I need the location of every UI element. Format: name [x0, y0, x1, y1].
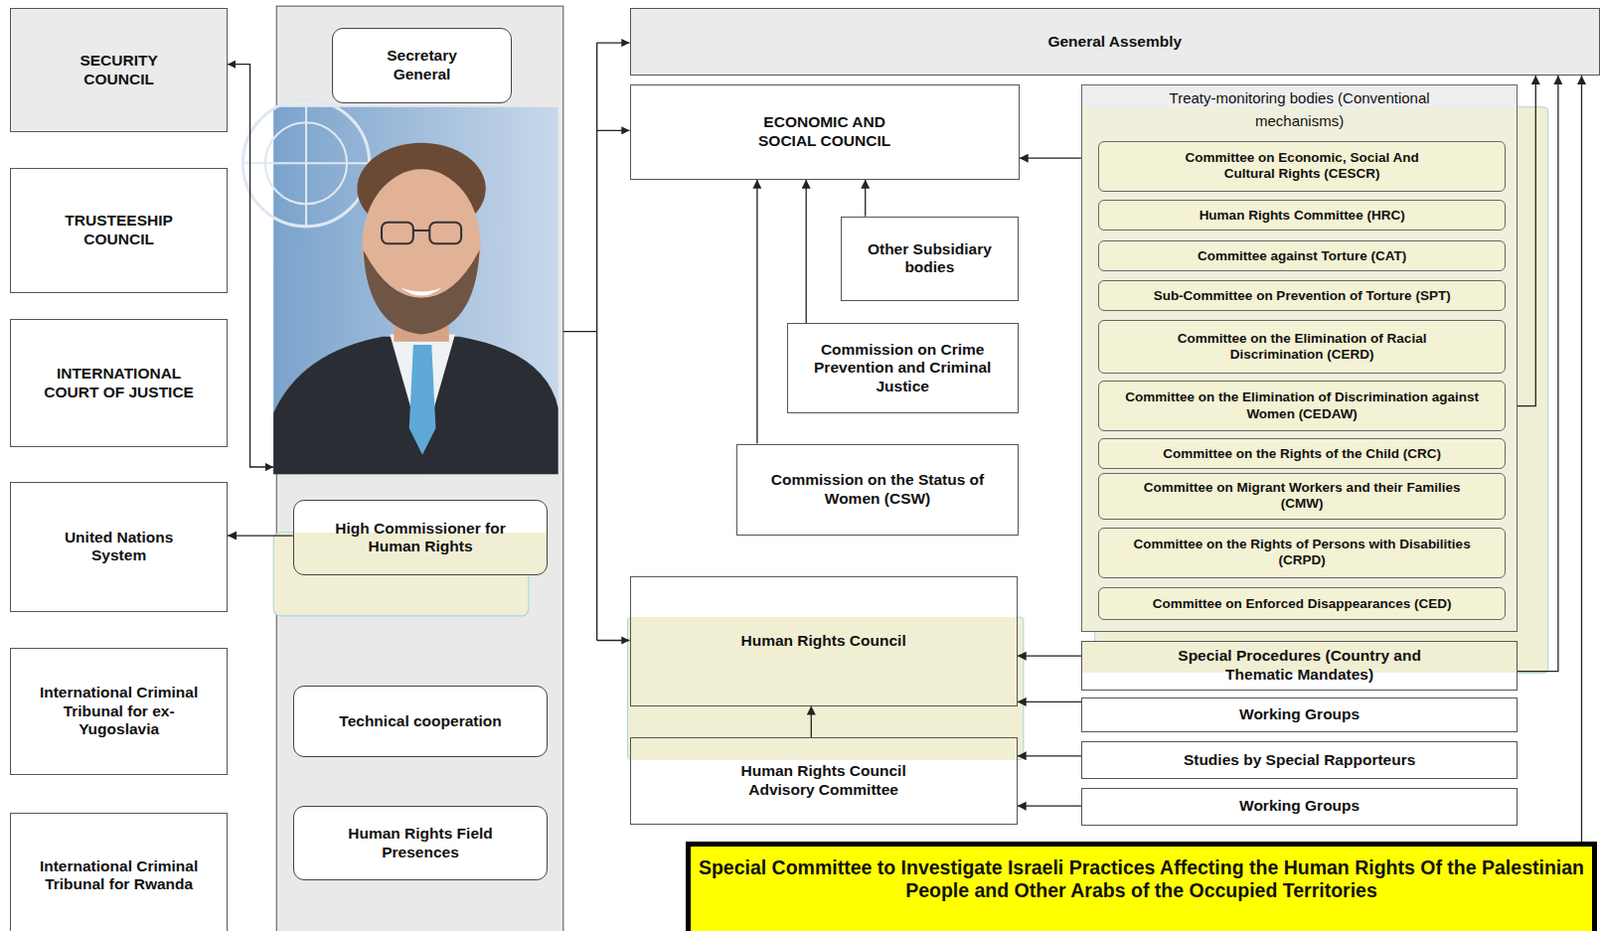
link-arrow — [597, 41, 631, 43]
box-label: Committee on Enforced Disappearances (CE… — [1152, 596, 1452, 613]
box-label: High Commissioner for Human Rights — [325, 519, 515, 557]
box-label: Committee on Economic, Social And Cultur… — [1166, 150, 1438, 182]
org-box: Studies by Special Rapporteurs — [1081, 741, 1517, 780]
office-box: High Commissioner for Human Rights — [293, 499, 549, 576]
connector-arrow — [1017, 655, 1083, 657]
box-label: Secretary General — [365, 46, 479, 84]
connector-arrow — [1017, 701, 1083, 703]
org-box: Working Groups — [1081, 697, 1517, 733]
link-arrow — [563, 330, 598, 332]
portrait-photo — [413, 229, 430, 232]
box-label: Special Committee to Investigate Israeli… — [697, 856, 1586, 904]
box-label: Commission on the Status of Women (CSW) — [742, 471, 1012, 508]
box-label: ECONOMIC AND SOCIAL COUNCIL — [740, 113, 909, 151]
link-arrow — [227, 42, 631, 640]
committee-box: Committee on the Elimination of Discrimi… — [1098, 380, 1507, 432]
box-label: Human Rights Council — [741, 632, 907, 651]
portrait-photo — [429, 222, 462, 245]
connector-arrow — [1017, 755, 1083, 757]
box-label: Other Subsidiary bodies — [847, 240, 1011, 278]
box-label: Technical cooperation — [338, 712, 501, 732]
box-label: Committee on the Elimination of Discrimi… — [1103, 389, 1502, 422]
connector-arrow — [1517, 75, 1537, 407]
box-label: INTERNATIONAL COURT OF JUSTICE — [34, 364, 203, 402]
box-label: Sub-Committee on Prevention of Torture (… — [1153, 288, 1451, 305]
org-box: Human Rights Council — [630, 576, 1018, 706]
box-label: TRUSTEESHIP COUNCIL — [49, 211, 188, 249]
connector-arrow — [864, 179, 866, 217]
link-arrow — [597, 130, 631, 132]
org-box: International Criminal Tribunal for Rwan… — [9, 812, 228, 931]
portrait-photo — [401, 287, 443, 296]
box-label: Human Rights Committee (HRC) — [1199, 207, 1406, 224]
box-label: International Criminal Tribunal for ex-Y… — [24, 683, 214, 740]
box-label: Special Procedures (Country and Thematic… — [1146, 646, 1453, 684]
committee-box: Committee on Enforced Disappearances (CE… — [1098, 587, 1507, 621]
connector-arrow — [810, 706, 812, 739]
committee-box: Sub-Committee on Prevention of Torture (… — [1098, 280, 1507, 312]
portrait-photo — [242, 100, 558, 476]
org-box: TRUSTEESHIP COUNCIL — [9, 167, 228, 293]
org-box: INTERNATIONAL COURT OF JUSTICE — [9, 319, 228, 447]
connector-arrow — [805, 179, 807, 324]
office-box: Secretary General — [331, 27, 513, 104]
org-box: Special Procedures (Country and Thematic… — [1081, 640, 1517, 691]
connector-arrow — [227, 534, 294, 536]
box-label: Committee on the Elimination of Racial D… — [1138, 330, 1466, 363]
org-box: Commission on the Status of Women (CSW) — [736, 444, 1018, 536]
org-box: SECURITY COUNCIL — [9, 7, 228, 133]
org-box: United Nations System — [9, 481, 228, 613]
box-label: Committee against Torture (CAT) — [1197, 248, 1407, 265]
office-box: Technical cooperation — [293, 685, 549, 758]
box-label: Committee on the Rights of Persons with … — [1128, 536, 1476, 569]
highlight-box: Special Committee to Investigate Israeli… — [685, 841, 1598, 931]
committee-box: Committee on the Elimination of Racial D… — [1098, 320, 1507, 373]
committee-box: Committee against Torture (CAT) — [1098, 240, 1507, 272]
portrait-photo — [363, 249, 480, 334]
committee-box: Human Rights Committee (HRC) — [1098, 199, 1507, 231]
org-box: Commission on Crime Prevention and Crimi… — [787, 322, 1019, 413]
committee-box: Committee on the Rights of the Child (CR… — [1098, 438, 1507, 470]
box-label: Studies by Special Rapporteurs — [1183, 751, 1416, 771]
org-box: General Assembly — [630, 7, 1600, 76]
group-box: Treaty-monitoring bodies (Conventional m… — [1081, 84, 1517, 632]
connector-arrow — [1517, 75, 1559, 672]
box-label: Treaty-monitoring bodies (Conventional m… — [1158, 87, 1440, 133]
connector-arrow — [1581, 75, 1583, 842]
box-label: Human Rights Field Presences — [346, 824, 495, 862]
connector-arrow — [1017, 805, 1083, 807]
committee-box: Committee on Economic, Social And Cultur… — [1098, 141, 1507, 192]
org-box: Human Rights Council Advisory Committee — [630, 737, 1018, 824]
box-label: Human Rights Council Advisory Committee — [718, 762, 928, 800]
org-box: Working Groups — [1081, 788, 1517, 826]
link-arrow — [597, 640, 631, 641]
org-box: Other Subsidiary bodies — [840, 216, 1019, 302]
box-label: Committee on Migrant Workers and their F… — [1130, 480, 1473, 512]
org-box: ECONOMIC AND SOCIAL COUNCIL — [630, 84, 1020, 179]
link-arrow — [596, 42, 598, 640]
portrait-photo — [242, 100, 369, 227]
portrait-photo — [273, 336, 558, 476]
box-label: International Criminal Tribunal for Rwan… — [24, 857, 214, 895]
connector-arrow — [756, 179, 758, 445]
link-arrow — [227, 64, 274, 468]
committee-box: Committee on the Rights of Persons with … — [1098, 527, 1507, 579]
portrait-photo — [242, 100, 369, 227]
box-label: Working Groups — [1239, 797, 1360, 816]
office-box: Human Rights Field Presences — [293, 805, 549, 881]
box-label: Committee on the Rights of the Child (CR… — [1162, 446, 1441, 463]
box-label: Working Groups — [1239, 705, 1360, 725]
portrait-photo — [381, 222, 414, 245]
org-box: International Criminal Tribunal for ex-Y… — [9, 647, 228, 776]
box-label: Commission on Crime Prevention and Crimi… — [795, 340, 1010, 397]
box-label: General Assembly — [1047, 32, 1182, 52]
portrait-photo — [409, 344, 437, 456]
committee-box: Committee on Migrant Workers and their F… — [1098, 473, 1507, 519]
box-label: SECURITY COUNCIL — [60, 51, 178, 89]
box-label: United Nations System — [54, 528, 182, 566]
